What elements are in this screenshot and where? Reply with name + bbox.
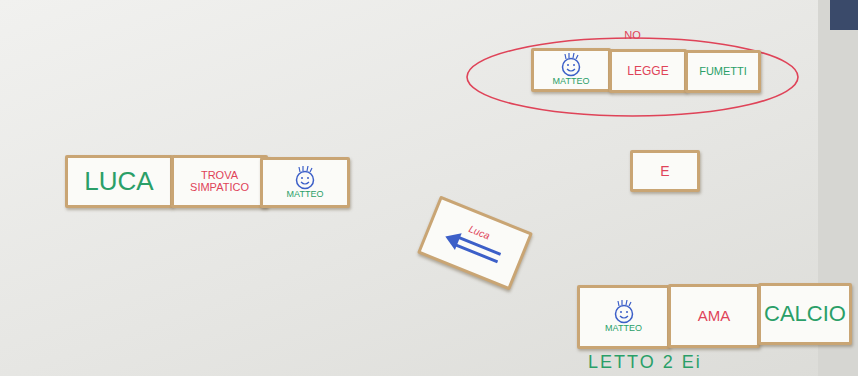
tile-word: FUMETTI [699,66,747,78]
tile-word: MATTEO [287,190,324,199]
word-tile: LUCA [65,155,173,208]
tile-word: Luca [467,224,491,242]
word-tile: AMA [668,284,760,348]
red-ellipse: NO MATTEO LEGGE FUMETTI [465,28,800,118]
tile-word: AMA [698,308,731,324]
word-tile: MATTEO [260,157,350,208]
tile-word: CALCIO [764,302,846,325]
ellipse-heading: NO [465,30,800,42]
word-tile: E [630,150,700,192]
word-tile: Luca [417,196,533,291]
tile-word: LUCA [84,168,153,195]
word-tile: MATTEO [577,285,670,349]
word-tile: TROVA SIMPATICO [171,155,268,208]
word-tile: LEGGE [609,49,687,93]
tile-word: MATTEO [605,324,642,333]
tile-word: E [660,164,669,179]
board-corner [830,0,858,30]
face-drawing [611,300,637,324]
word-tile: MATTEO [531,48,611,92]
word-tile: FUMETTI [685,50,761,93]
tile-word: MATTEO [553,77,590,86]
board-writing: LETTO 2 Ei [588,352,702,373]
face-drawing [558,53,584,77]
word-tile: CALCIO [758,283,852,345]
face-drawing [292,166,318,190]
tile-word: TROVA SIMPATICO [174,170,265,193]
tile-word: LEGGE [627,65,668,78]
